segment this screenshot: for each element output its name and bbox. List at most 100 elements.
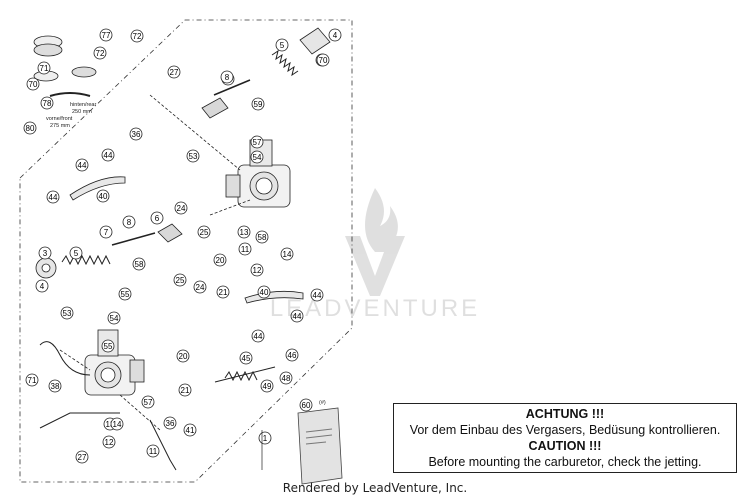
callout-circle-25 <box>173 273 187 287</box>
throttle-lever-lower <box>244 290 304 304</box>
callout-number-12: 12 <box>105 438 114 447</box>
callout-number-13: 13 <box>106 420 115 429</box>
callout-circle-20 <box>213 253 227 267</box>
callout-circle-27 <box>75 450 89 464</box>
callout-circle-4 <box>35 279 49 293</box>
callout-circle-49 <box>260 379 274 393</box>
callout-number-4: 4 <box>40 282 45 291</box>
callout-circle-46 <box>285 348 299 362</box>
callout-number-48: 48 <box>282 374 291 383</box>
callout-number-1: 1 <box>263 434 268 443</box>
callout-circle-38 <box>48 379 62 393</box>
callout-number-55: 55 <box>121 290 130 299</box>
callout-circle-40 <box>257 285 271 299</box>
callout-number-77: 77 <box>102 31 111 40</box>
callout-number-78: 78 <box>43 99 52 108</box>
callout-circle-48 <box>279 371 293 385</box>
carb-cap-upper <box>299 27 331 55</box>
callout-circle-44 <box>75 158 89 172</box>
callout-circle-45 <box>239 351 253 365</box>
callout-circle-72 <box>93 46 107 60</box>
callout-circle-4 <box>328 28 342 42</box>
callout-number-25: 25 <box>176 276 185 285</box>
callout-circle-57 <box>141 395 155 409</box>
callout-number-45: 45 <box>242 354 251 363</box>
callout-number-46: 46 <box>288 351 297 360</box>
callout-circle-12 <box>102 435 116 449</box>
callout-circle-21 <box>216 285 230 299</box>
callout-number-44: 44 <box>104 151 113 160</box>
callout-number-4: 4 <box>333 31 338 40</box>
warning-text-de: Vor dem Einbau des Vergasers, Bedüsung k… <box>409 423 721 437</box>
callout-circle-57 <box>250 135 264 149</box>
callout-circle-41 <box>183 423 197 437</box>
callout-number-72: 72 <box>96 49 105 58</box>
callout-number-80: 80 <box>26 124 35 133</box>
callout-circle-14 <box>280 247 294 261</box>
callout-number-44: 44 <box>49 193 58 202</box>
callout-circle-78 <box>40 96 54 110</box>
callout-circle-55 <box>101 339 115 353</box>
callout-group: 1344556677881111121213131414202021212424… <box>23 28 342 464</box>
callout-number-53: 53 <box>189 152 198 161</box>
callout-number-8: 8 <box>127 218 132 227</box>
callout-circle-44 <box>46 190 60 204</box>
throttle-slide-upper <box>201 79 251 119</box>
callout-number-70: 70 <box>319 56 328 65</box>
callout-circle-54 <box>107 311 121 325</box>
callout-number-58: 58 <box>135 260 144 269</box>
callout-number-25: 25 <box>200 228 209 237</box>
callout-number-6: 6 <box>155 214 160 223</box>
callout-circle-60 <box>299 398 313 412</box>
callout-circle-55 <box>118 287 132 301</box>
hose-label-upper-line1: hinten/rear <box>70 102 96 108</box>
callout-number-21: 21 <box>181 386 190 395</box>
callout-number-38: 38 <box>51 382 60 391</box>
callout-circle-12 <box>250 263 264 277</box>
callout-circle-20 <box>176 349 190 363</box>
throttle-lever-upper <box>69 176 126 201</box>
callout-circle-14 <box>110 417 124 431</box>
callout-circle-77 <box>99 28 113 42</box>
callout-circle-6 <box>150 211 164 225</box>
hose-label-lower-line2: 275 mm <box>50 123 70 129</box>
callout-circle-72 <box>130 29 144 43</box>
callout-number-13: 13 <box>240 228 249 237</box>
callout-circle-5 <box>69 246 83 260</box>
callout-circle-3 <box>38 246 52 260</box>
callout-circle-25 <box>197 225 211 239</box>
hose-label-upper-line2: 250 mm <box>72 109 92 115</box>
footer-credit: Rendered by LeadVenture, Inc. <box>282 481 468 495</box>
callout-circle-5 <box>275 38 289 52</box>
callout-number-58: 58 <box>258 233 267 242</box>
callout-number-57: 57 <box>253 138 262 147</box>
callout-circle-44 <box>310 288 324 302</box>
callout-circle-24 <box>193 280 207 294</box>
warning-title-de: ACHTUNG !!! <box>525 407 605 421</box>
spring-lower <box>61 254 111 266</box>
callout-circle-13 <box>237 225 251 239</box>
callout-number-20: 20 <box>216 256 225 265</box>
intake-boots <box>33 35 97 97</box>
callout-number-44: 44 <box>313 291 322 300</box>
upper-carburetor-body <box>149 94 291 216</box>
callout-circle-44 <box>290 309 304 323</box>
callout-circle-8 <box>220 70 234 84</box>
throttle-cable <box>39 341 177 471</box>
callout-circle-7 <box>99 225 113 239</box>
callout-number-24: 24 <box>177 204 186 213</box>
callout-number-55: 55 <box>104 342 113 351</box>
callout-circle-36 <box>129 127 143 141</box>
callout-circle-11 <box>238 242 252 256</box>
callout-number-24: 24 <box>196 283 205 292</box>
callout-number-54: 54 <box>253 153 262 162</box>
callout-number-71: 71 <box>40 64 49 73</box>
callout-number-70: 70 <box>29 80 38 89</box>
callout-number-27: 27 <box>78 453 87 462</box>
callout-number-71: 71 <box>28 376 37 385</box>
callout-circle-36 <box>163 416 177 430</box>
callout-number-14: 14 <box>283 250 292 259</box>
callout-circle-70 <box>316 53 330 67</box>
callout-number-44: 44 <box>254 332 263 341</box>
